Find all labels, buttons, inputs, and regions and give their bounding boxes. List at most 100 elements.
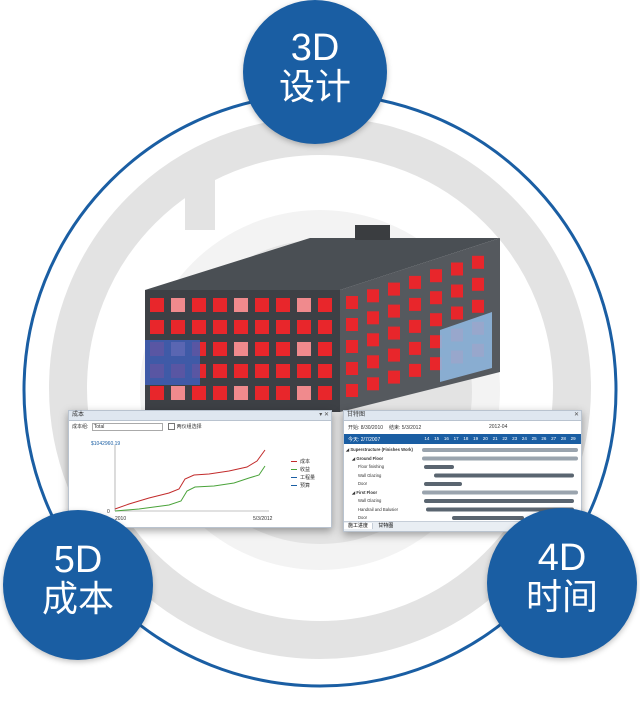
front-window xyxy=(192,320,206,334)
side-window xyxy=(409,319,421,333)
gantt-bar[interactable] xyxy=(422,490,578,495)
node-4d-sublabel: 时间 xyxy=(525,577,598,618)
front-window xyxy=(171,298,185,312)
gantt-end: 结束: 5/3/2012 xyxy=(389,425,422,431)
gantt-bar[interactable] xyxy=(434,473,574,478)
gantt-bar[interactable] xyxy=(452,516,524,520)
front-window xyxy=(255,364,269,378)
front-window xyxy=(255,342,269,356)
side-window xyxy=(346,340,358,353)
y-min-label: 0 xyxy=(107,509,110,515)
gantt-bar[interactable] xyxy=(426,507,574,512)
front-window xyxy=(171,320,185,334)
ring-stem xyxy=(185,175,215,230)
node-3d-label: 3D xyxy=(290,27,340,69)
gantt-day-cell: 18 xyxy=(463,436,469,441)
front-window xyxy=(255,386,269,400)
side-window xyxy=(430,357,442,371)
gantt-task-row[interactable]: Wall Glazing xyxy=(358,472,382,478)
gantt-day-cell: 21 xyxy=(492,436,498,441)
gantt-bar[interactable] xyxy=(422,448,578,452)
cost-filter-select[interactable]: Total xyxy=(91,423,163,431)
gantt-bar[interactable] xyxy=(424,499,574,503)
front-window xyxy=(318,342,332,356)
front-window xyxy=(234,342,248,356)
front-window xyxy=(297,342,311,356)
front-window xyxy=(318,386,332,400)
building-roof xyxy=(145,238,500,290)
roof-top-box xyxy=(355,225,390,240)
front-window xyxy=(276,364,290,378)
front-window xyxy=(213,386,227,400)
gantt-bar[interactable] xyxy=(424,482,462,486)
side-window-grid xyxy=(346,255,484,397)
front-window xyxy=(234,364,248,378)
gantt-task-row[interactable]: ◢ First Floor xyxy=(352,489,378,495)
side-window xyxy=(388,370,400,384)
gantt-day-cell: 20 xyxy=(482,436,488,441)
gantt-bar[interactable] xyxy=(422,456,578,461)
side-window xyxy=(346,362,358,375)
side-window xyxy=(388,326,400,340)
gantt-task-row[interactable]: Door xyxy=(358,515,368,520)
gantt-window-controls[interactable]: ✕ xyxy=(573,412,579,418)
tab-construction-progress[interactable]: 施工进度 xyxy=(344,523,374,529)
cost-chart-window: 成本 ▾ ✕ 成本组: Total 两仪组选择 $1042960.19 0 20… xyxy=(68,410,332,528)
front-window xyxy=(213,298,227,312)
gantt-task-row[interactable]: Handrail and Balusier xyxy=(358,506,399,512)
front-window xyxy=(297,364,311,378)
side-window xyxy=(367,355,379,369)
gantt-day-cell: 25 xyxy=(531,436,537,441)
side-window xyxy=(430,313,442,327)
side-window xyxy=(388,304,400,318)
side-window xyxy=(472,255,484,269)
gantt-task-row[interactable]: ◢ Ground Floor xyxy=(352,455,384,461)
front-window xyxy=(213,342,227,356)
gantt-bars xyxy=(422,448,578,520)
front-window xyxy=(276,298,290,312)
front-window xyxy=(192,298,206,312)
side-window xyxy=(451,306,463,320)
gantt-task-row[interactable]: ◢ Superstructure (Finishes Work) xyxy=(346,447,413,452)
gantt-day-cell: 14 xyxy=(424,436,430,441)
side-window xyxy=(346,296,358,309)
node-3d-design: 3D 设计 xyxy=(243,0,387,144)
gantt-header-info: 开始: 8/30/2010 结束: 5/3/2012 2012-04 xyxy=(344,421,581,434)
front-window xyxy=(297,386,311,400)
gantt-task-row[interactable]: Wall Glazing xyxy=(358,498,382,503)
node-4d-time: 4D 时间 xyxy=(487,508,637,658)
curtain-wall-glazing xyxy=(440,312,492,382)
front-window xyxy=(297,320,311,334)
side-window xyxy=(388,282,400,296)
front-window xyxy=(213,364,227,378)
gantt-bar[interactable] xyxy=(424,465,454,469)
gantt-window-titlebar: 甘特图 xyxy=(344,411,581,421)
side-window xyxy=(472,299,484,313)
gantt-task-row[interactable]: Door xyxy=(358,481,368,486)
front-window xyxy=(276,320,290,334)
front-window xyxy=(234,298,248,312)
legend-label: 工程量 xyxy=(300,474,315,481)
front-window xyxy=(297,298,311,312)
side-window xyxy=(409,275,421,289)
front-window xyxy=(276,386,290,400)
side-window xyxy=(346,384,358,397)
checkbox-icon[interactable] xyxy=(168,423,176,431)
gantt-task-row[interactable]: Floor finishing xyxy=(358,464,385,469)
side-window xyxy=(388,348,400,362)
gantt-day-cell: 15 xyxy=(434,436,440,441)
cost-window-controls[interactable]: ▾ ✕ xyxy=(319,412,329,418)
gantt-day-cell: 27 xyxy=(551,436,557,441)
gantt-day-cell: 16 xyxy=(443,436,449,441)
gantt-today: 今天: 2/7/2007 xyxy=(348,437,381,443)
front-window xyxy=(318,320,332,334)
gantt-day-cell: 17 xyxy=(453,436,459,441)
side-window xyxy=(367,311,379,325)
tab-gantt[interactable]: 甘特图 xyxy=(378,523,394,529)
front-window xyxy=(213,320,227,334)
side-window xyxy=(367,289,379,303)
